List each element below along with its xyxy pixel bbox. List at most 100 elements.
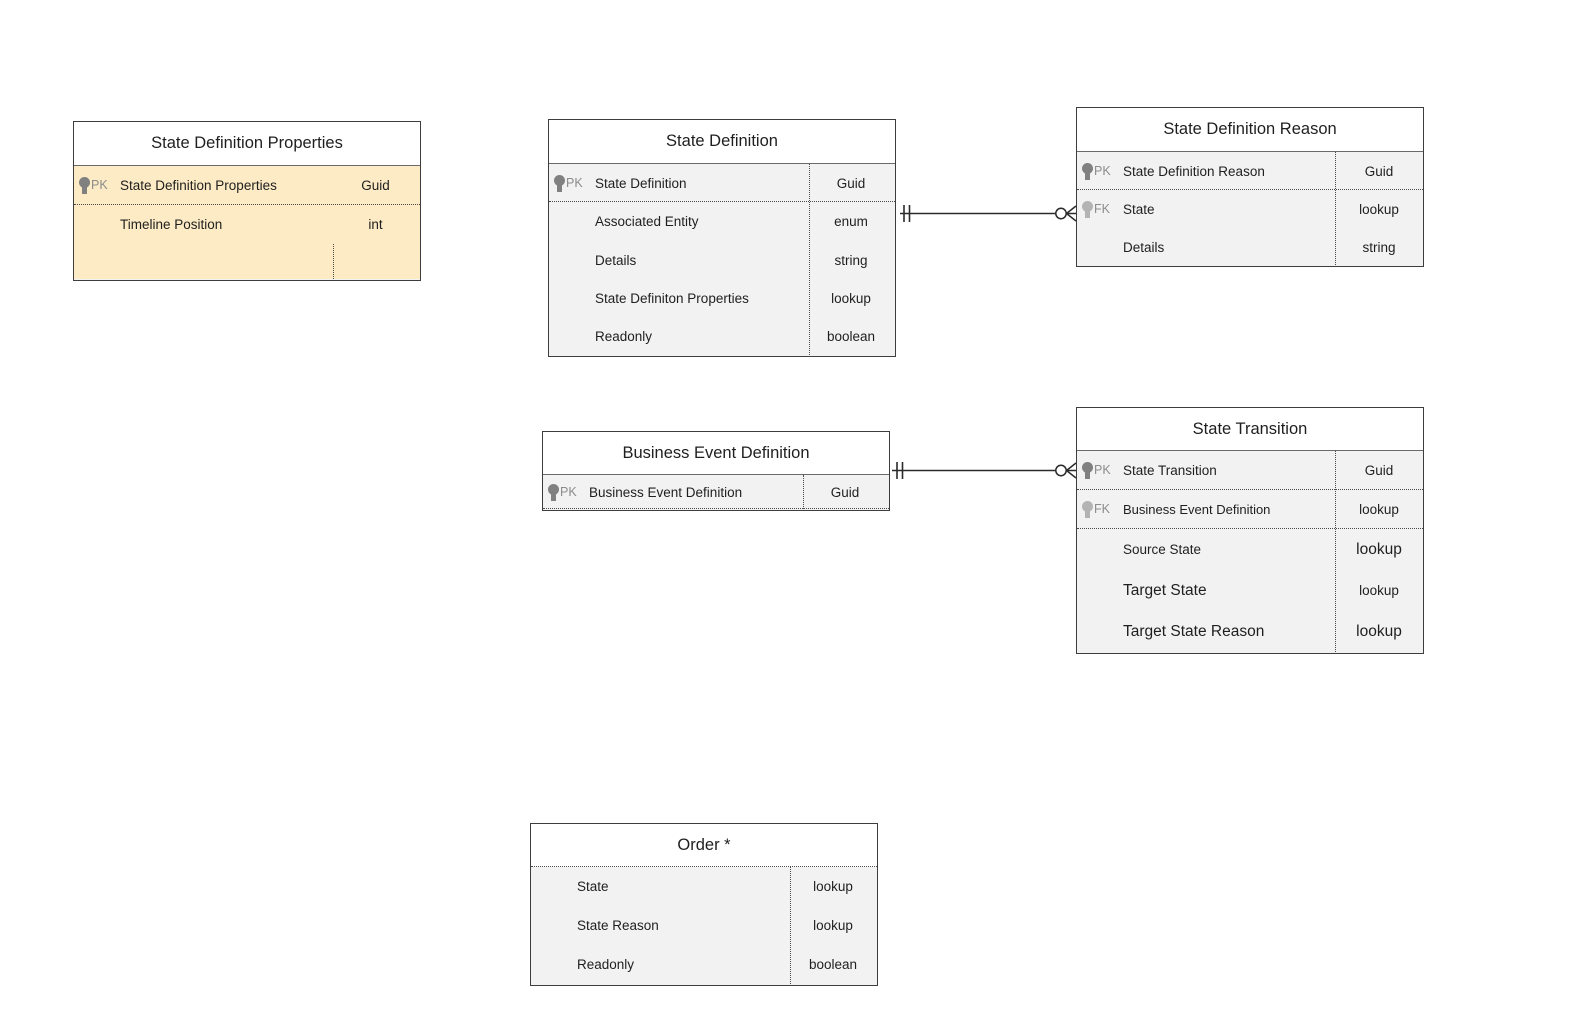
entity-body-state-definition-properties: PK State Definition Properties Guid Time… xyxy=(74,166,420,279)
table-row[interactable]: Details string xyxy=(1077,229,1423,265)
row-type: Guid xyxy=(1364,163,1394,179)
table-row[interactable]: PK Business Event Definition Guid xyxy=(543,475,889,509)
table-row[interactable]: Details string xyxy=(549,241,895,279)
row-type: Guid xyxy=(836,175,866,191)
table-row[interactable]: Associated Entity enum xyxy=(549,202,895,241)
key-label: FK xyxy=(1094,502,1110,517)
row-name: State xyxy=(577,879,609,894)
entity-title-state-definition-reason: State Definition Reason xyxy=(1077,108,1423,152)
row-name: Target State Reason xyxy=(1123,622,1265,640)
row-name: State Reason xyxy=(577,918,659,933)
entity-title-text: State Definition Properties xyxy=(151,134,343,152)
row-key-pk: PK xyxy=(1077,162,1123,180)
row-name: Readonly xyxy=(577,957,635,972)
entity-title-text: State Transition xyxy=(1192,419,1308,438)
table-row[interactable]: PK State Transition Guid xyxy=(1077,451,1423,490)
key-icon xyxy=(1082,162,1093,180)
table-row[interactable]: Timeline Position int xyxy=(74,205,420,244)
row-name: State xyxy=(1123,202,1155,217)
entity-title-state-transition: State Transition xyxy=(1077,408,1423,451)
row-name: Details xyxy=(595,252,637,268)
key-label: PK xyxy=(1094,163,1111,178)
row-type: boolean xyxy=(808,957,858,972)
key-label: PK xyxy=(1094,463,1111,478)
table-row[interactable]: Readonly boolean xyxy=(531,945,877,984)
entity-body-business-event-definition: PK Business Event Definition Guid xyxy=(543,475,889,509)
table-row[interactable]: FK State lookup xyxy=(1077,190,1423,229)
entity-state-definition-reason[interactable]: State Definition Reason PK State Definit… xyxy=(1076,107,1424,267)
row-name: State Definiton Properties xyxy=(595,291,749,306)
row-name: State Definition Reason xyxy=(1123,163,1265,179)
entity-title-business-event-definition: Business Event Definition xyxy=(543,432,889,475)
entity-title-text: Business Event Definition xyxy=(622,443,810,462)
row-type: lookup xyxy=(1356,540,1402,558)
row-type: lookup xyxy=(813,918,853,933)
key-icon xyxy=(554,174,565,192)
row-type: Guid xyxy=(830,484,860,500)
row-type: enum xyxy=(834,214,868,229)
row-type: Guid xyxy=(1364,463,1394,478)
cardinality-zero-or-many xyxy=(1055,205,1077,222)
row-key-fk: FK xyxy=(1077,201,1123,218)
entity-state-definition-properties[interactable]: State Definition Properties PK State Def… xyxy=(73,121,421,281)
entity-body-state-definition-reason: PK State Definition Reason Guid FK State… xyxy=(1077,152,1423,265)
key-icon xyxy=(1082,462,1093,479)
row-name: State Transition xyxy=(1123,463,1217,478)
row-type: string xyxy=(834,252,868,268)
entity-title-text: Order * xyxy=(677,835,731,854)
key-label: PK xyxy=(560,484,577,499)
entity-body-state-definition: PK State Definition Guid Associated Enti… xyxy=(549,164,895,355)
key-icon xyxy=(79,177,90,194)
entity-business-event-definition[interactable]: Business Event Definition PK Business Ev… xyxy=(542,431,890,511)
table-row[interactable]: State Definiton Properties lookup xyxy=(549,279,895,318)
row-key-pk: PK xyxy=(1077,462,1123,479)
relationship-state-definition-to-state-definition-reason xyxy=(896,196,1078,232)
row-type: lookup xyxy=(831,291,871,306)
entity-state-definition[interactable]: State Definition PK State Definition Gui… xyxy=(548,119,896,357)
entity-order[interactable]: Order * State lookup State Reason lookup… xyxy=(530,823,878,986)
row-name: State Definition xyxy=(595,175,687,191)
table-row[interactable]: Target State Reason lookup xyxy=(1077,611,1423,652)
key-label: PK xyxy=(566,175,583,190)
cardinality-zero-or-many xyxy=(1055,462,1077,479)
key-label: FK xyxy=(1094,202,1110,217)
row-type: lookup xyxy=(1359,583,1399,598)
table-row[interactable]: Readonly boolean xyxy=(549,318,895,355)
key-icon xyxy=(1082,501,1093,518)
row-name: Business Event Definition xyxy=(589,484,743,500)
row-name: State Definition Properties xyxy=(120,178,277,193)
row-type: boolean xyxy=(826,329,876,344)
table-row[interactable]: Source State lookup xyxy=(1077,529,1423,570)
key-icon xyxy=(548,483,559,501)
entity-body-order: State lookup State Reason lookup Readonl… xyxy=(531,867,877,984)
table-row[interactable]: State lookup xyxy=(531,867,877,906)
table-row[interactable]: Target State lookup xyxy=(1077,570,1423,611)
key-icon xyxy=(1082,201,1093,218)
row-name: Source State xyxy=(1123,542,1202,557)
row-type: string xyxy=(1362,239,1396,255)
key-label: PK xyxy=(91,178,108,193)
table-row[interactable]: PK State Definition Properties Guid xyxy=(74,166,420,205)
entity-title-text: State Definition Reason xyxy=(1163,120,1337,138)
row-name: Associated Entity xyxy=(595,214,699,229)
row-name: Business Event Definition xyxy=(1123,502,1271,517)
relationship-business-event-definition-to-state-transition xyxy=(889,453,1078,489)
row-type: Guid xyxy=(361,178,390,193)
cardinality-one-and-only-one xyxy=(903,205,911,222)
entity-title-text: State Definition xyxy=(666,132,778,150)
row-key-pk: PK xyxy=(549,174,595,192)
row-name: Timeline Position xyxy=(120,217,223,232)
entity-body-state-transition: PK State Transition Guid FK Business Eve… xyxy=(1077,451,1423,652)
table-row[interactable]: State Reason lookup xyxy=(531,906,877,945)
row-name: Details xyxy=(1123,239,1165,255)
table-row[interactable]: FK Business Event Definition lookup xyxy=(1077,490,1423,529)
row-type: lookup xyxy=(1356,622,1402,640)
entity-state-transition[interactable]: State Transition PK State Transition Gui… xyxy=(1076,407,1424,654)
row-name: Target State xyxy=(1123,581,1207,599)
row-key-fk: FK xyxy=(1077,501,1123,518)
entity-title-state-definition-properties: State Definition Properties xyxy=(74,122,420,166)
row-type: lookup xyxy=(1359,202,1399,217)
table-row[interactable]: PK State Definition Guid xyxy=(549,164,895,202)
table-row[interactable]: PK State Definition Reason Guid xyxy=(1077,152,1423,190)
